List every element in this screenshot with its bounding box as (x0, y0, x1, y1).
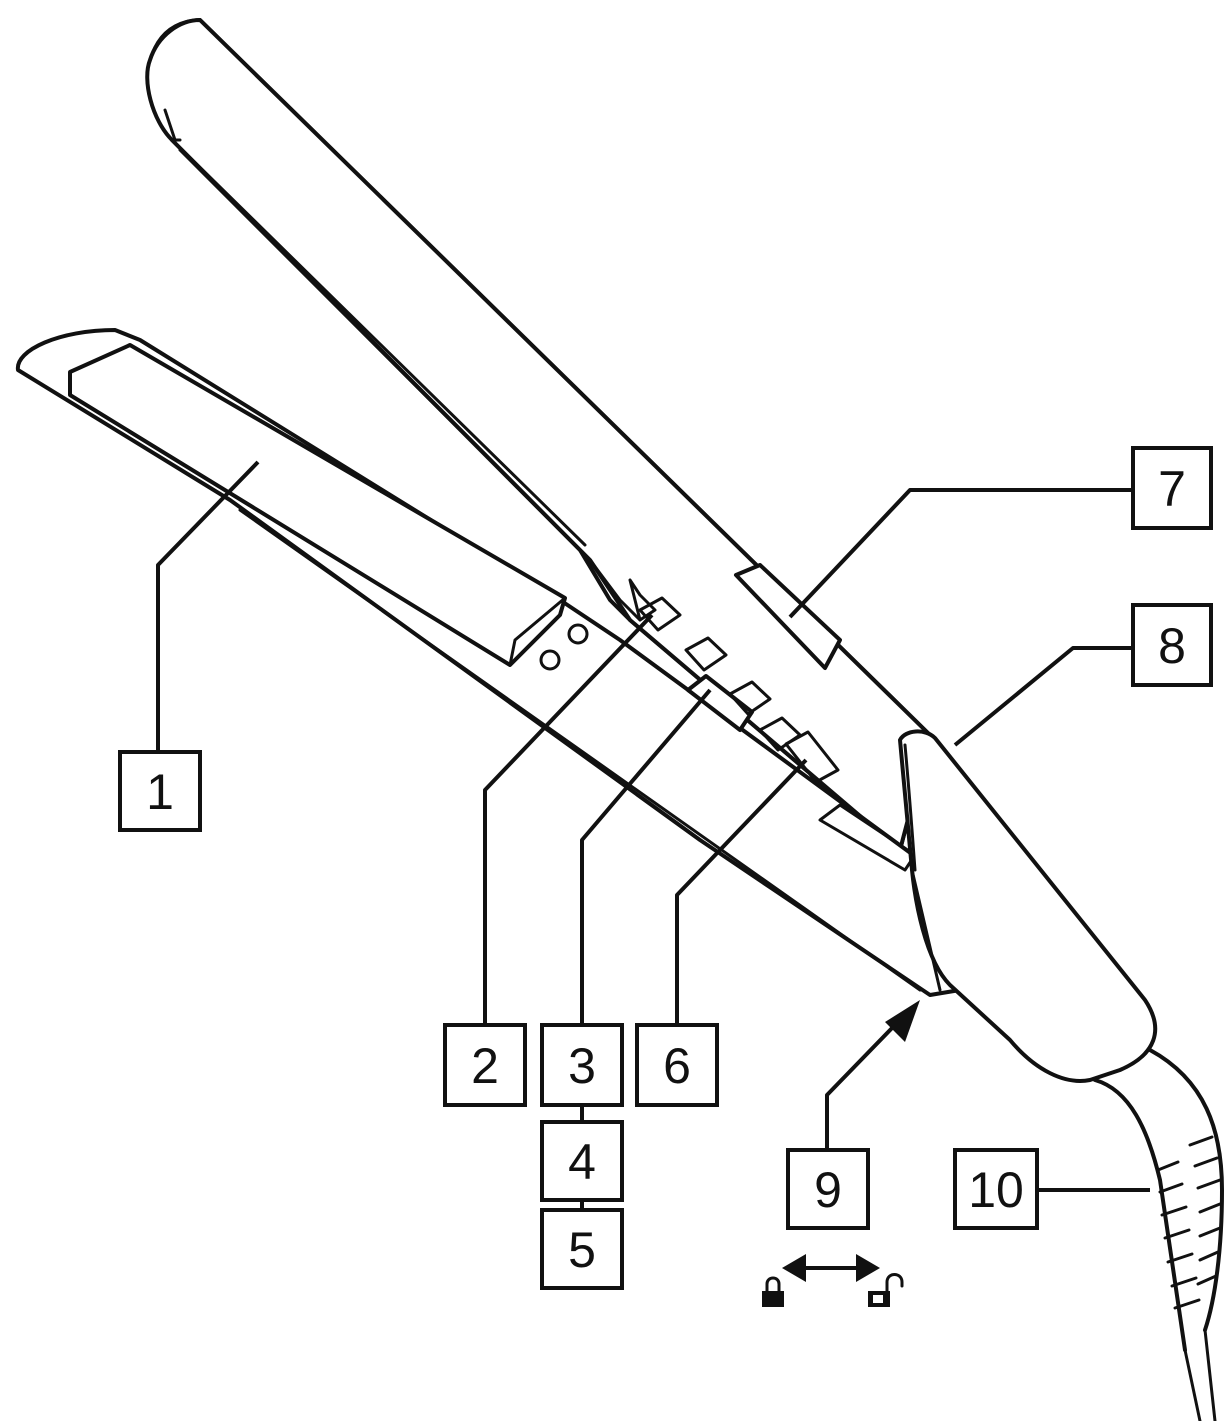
leader-9 (825, 1023, 897, 1150)
button-rect (638, 596, 682, 632)
upper-arm (145, 18, 932, 852)
callout-5-label: 5 (568, 1222, 596, 1278)
callout-8-label: 8 (1158, 618, 1186, 674)
callout-7-label: 7 (1158, 461, 1186, 517)
callout-2: 2 (443, 1023, 527, 1107)
lower-arm (15, 328, 962, 997)
leader-6 (675, 758, 808, 1025)
unlock-icon (868, 1273, 904, 1307)
double-arrow-icon (782, 1254, 880, 1282)
callout-10: 10 (953, 1148, 1039, 1230)
callout-6-label: 6 (663, 1038, 691, 1094)
callout-2-label: 2 (471, 1038, 499, 1094)
leader-1 (156, 460, 260, 752)
handle (898, 729, 1158, 1083)
callout-8: 8 (1131, 603, 1213, 687)
rivet-icon (539, 649, 561, 671)
rivet-icon (567, 623, 589, 645)
callout-1: 1 (118, 750, 202, 832)
power-cord (1093, 1048, 1224, 1421)
callout-4: 4 (540, 1120, 624, 1202)
leader-3 (580, 688, 712, 1025)
leader-2 (483, 613, 654, 1025)
leader-7 (788, 488, 1133, 619)
display-window (734, 563, 842, 670)
callout-9: 9 (786, 1148, 870, 1230)
callout-5: 5 (540, 1208, 624, 1290)
button-rect (784, 730, 840, 784)
callout-7: 7 (1131, 446, 1213, 530)
leader-8 (953, 646, 1133, 747)
callout-3: 3 (540, 1023, 624, 1107)
button-rect (684, 636, 728, 672)
arrowhead-9 (885, 1000, 920, 1042)
callout-6: 6 (635, 1023, 719, 1107)
callout-1-label: 1 (146, 764, 174, 820)
button-rect (728, 680, 772, 716)
callout-9-label: 9 (814, 1162, 842, 1218)
lock-icon (762, 1276, 784, 1307)
lock-unlock-symbol (762, 1254, 904, 1307)
callout-10-label: 10 (968, 1162, 1024, 1218)
callout-4-label: 4 (568, 1134, 596, 1190)
callout-3-label: 3 (568, 1038, 596, 1094)
control-panel (628, 578, 917, 872)
